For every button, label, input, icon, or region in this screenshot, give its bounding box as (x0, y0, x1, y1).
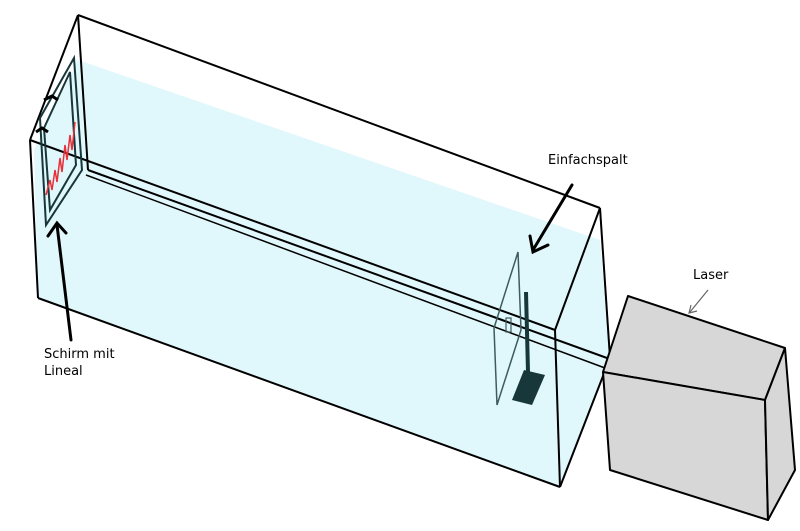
arrow-laser-head (688, 304, 698, 314)
arrow-slit (531, 183, 574, 252)
slit-stand (524, 292, 530, 372)
label-screen-line1: Schirm mit (44, 347, 115, 362)
water-tank (29, 14, 611, 488)
laser-device (602, 295, 796, 521)
label-slit: Einfachspalt (548, 153, 628, 168)
arrow-slit-head (528, 234, 550, 255)
arrow-screen-head (46, 220, 68, 238)
label-laser: Laser (693, 268, 729, 283)
stand-base (512, 370, 545, 405)
arrow-laser (689, 289, 709, 313)
diffraction-pattern (45, 121, 76, 196)
arrow-screen (55, 223, 73, 342)
single-slit (493, 251, 522, 406)
label-screen-line2: Lineal (44, 364, 83, 379)
water-volume (34, 60, 610, 487)
ruler-clip-icon (35, 94, 59, 134)
slit-opening (505, 317, 512, 333)
